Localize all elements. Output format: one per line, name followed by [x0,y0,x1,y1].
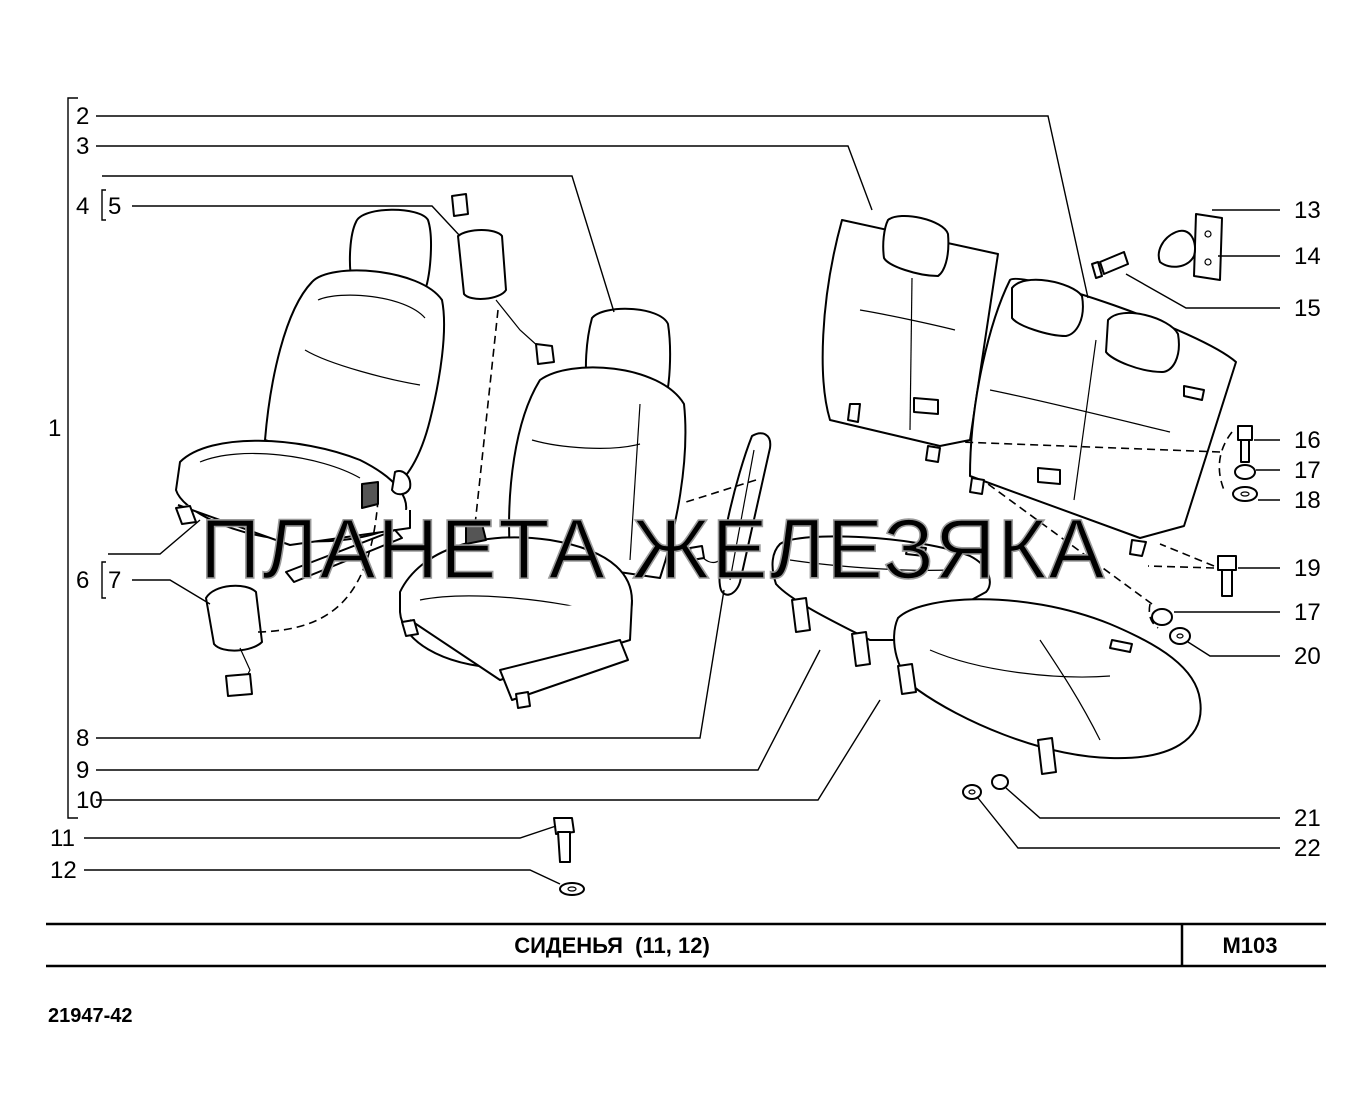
nut-22 [962,784,982,800]
bracket-item-1 [67,97,78,819]
callout-19: 19 [1294,555,1321,582]
bolt-19 [1217,555,1237,597]
backrest-hinge-bracket [1157,213,1223,281]
diagram-code: M103 [1222,933,1277,958]
diagram-title: СИДЕНЬЯ (11, 12) [514,933,710,958]
callout-8: 8 [76,725,89,752]
callout-22: 22 [1294,835,1321,862]
front-seat-left [175,208,446,583]
document-number: 21947-42 [48,1005,133,1027]
bolt-16 [1237,425,1253,463]
callout-17-lower: 17 [1294,599,1321,626]
watermark-text: ПЛАНЕТА ЖЕЛЕЗЯКА [200,502,1106,596]
callout-18: 18 [1294,487,1321,514]
callout-2: 2 [76,103,89,130]
callout-16: 16 [1294,427,1321,454]
nut-17-upper [1234,464,1256,480]
callout-3: 3 [76,133,89,160]
callout-15: 15 [1294,295,1321,322]
callout-1: 1 [48,415,61,442]
callout-5: 5 [108,193,121,220]
nut-21 [991,774,1009,790]
callout-10: 10 [76,787,103,814]
seat-belt-buckle-top [451,193,555,365]
callout-21: 21 [1294,805,1321,832]
rear-cushion-right [893,598,1202,775]
washer-18 [1232,486,1258,502]
callout-numbers: 1 2 3 4 5 6 7 8 9 10 11 12 13 14 15 16 1… [48,103,1321,884]
callout-12: 12 [50,857,77,884]
rear-backrest-right [969,277,1237,557]
callout-4: 4 [76,193,89,220]
callout-11: 11 [50,825,75,852]
callout-13: 13 [1294,197,1321,224]
bolt-11 [553,817,575,863]
callout-6: 6 [76,567,89,594]
callout-17-upper: 17 [1294,457,1321,484]
callout-9: 9 [76,757,89,784]
title-block: СИДЕНЬЯ (11, 12) M103 [46,922,1326,968]
front-seat-right [399,307,687,709]
seat-belt-buckle-bottom [205,584,263,697]
callout-7: 7 [108,567,121,594]
leader-lines [84,115,1280,885]
assembly-dashed-lines [257,309,1233,633]
nut-17-lower [1151,608,1173,626]
hinge-screw [1091,251,1129,279]
callout-14: 14 [1294,243,1321,270]
callout-20: 20 [1294,643,1321,670]
washer-12 [559,882,585,896]
side-airbag-module [689,432,772,596]
rear-backrest-left [821,215,999,463]
nut-20 [1169,627,1191,645]
